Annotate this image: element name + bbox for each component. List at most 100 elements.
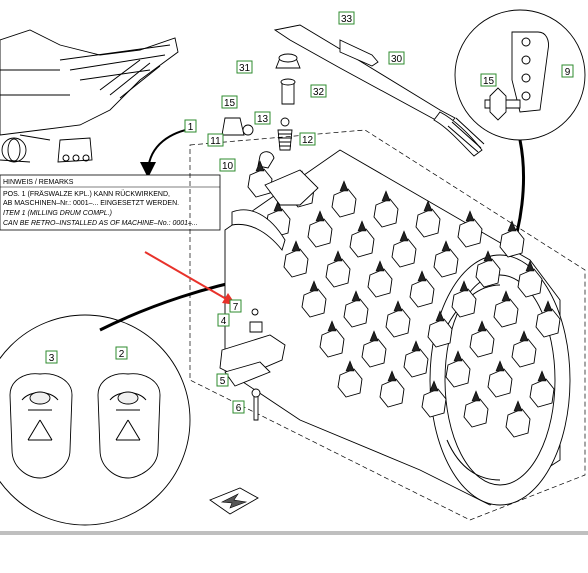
tool-holder bbox=[361, 338, 387, 368]
callout-box bbox=[232, 400, 245, 414]
tool-holder bbox=[487, 368, 513, 398]
pick-tip bbox=[327, 320, 337, 332]
pick-tip bbox=[423, 200, 433, 212]
tool-holder bbox=[493, 298, 519, 328]
callout-label-7: 7 bbox=[233, 302, 239, 313]
callout-box bbox=[229, 299, 242, 313]
mounting-parts bbox=[219, 308, 286, 421]
tool-holder bbox=[505, 408, 531, 438]
callout-label-13: 13 bbox=[257, 114, 269, 125]
pick-tip bbox=[435, 310, 445, 322]
callout-box bbox=[310, 84, 327, 98]
detail-circle-tool-holders bbox=[0, 314, 191, 526]
tool-holder bbox=[529, 378, 555, 408]
remarks-line-4: CAN BE RETRO–INSTALLED AS OF MACHINE–No.… bbox=[3, 220, 198, 227]
pick-tip bbox=[333, 250, 343, 262]
torque-wrench bbox=[273, 24, 485, 157]
tool-holder bbox=[469, 328, 495, 358]
tool-holder bbox=[349, 228, 375, 258]
callout-label-12: 12 bbox=[302, 135, 314, 146]
tool-holder bbox=[331, 188, 357, 218]
tool-holder bbox=[517, 268, 543, 298]
remarks-line-2: AB MASCHINEN–Nr.: 0001–... EINGESETZT WE… bbox=[3, 200, 179, 207]
pick-tip bbox=[507, 220, 517, 232]
tool-holder bbox=[367, 268, 393, 298]
tool-holder bbox=[379, 378, 405, 408]
remarks-title: HINWEIS / REMARKS bbox=[3, 179, 74, 186]
highlight-arrow bbox=[144, 251, 236, 305]
tool-holder bbox=[403, 348, 429, 378]
callout-label-9: 9 bbox=[565, 67, 571, 78]
pick-tip bbox=[465, 210, 475, 222]
tool-holder bbox=[427, 318, 453, 348]
pick-tip bbox=[417, 270, 427, 282]
callout-label-30: 30 bbox=[391, 54, 403, 65]
tool-holder bbox=[535, 308, 561, 338]
detail-circle-holder bbox=[454, 9, 586, 141]
callout-label-15a: 15 bbox=[224, 98, 236, 109]
callout-label-1: 1 bbox=[188, 122, 194, 133]
pick-tip bbox=[441, 240, 451, 252]
pick-tip bbox=[459, 280, 469, 292]
navigation-arrow-icon[interactable] bbox=[209, 487, 259, 515]
callout-box bbox=[184, 119, 197, 133]
tool-holder bbox=[391, 238, 417, 268]
callout-label-32: 32 bbox=[313, 87, 325, 98]
callout-box bbox=[236, 60, 253, 74]
callout-label-11: 11 bbox=[210, 136, 221, 147]
pick-tip bbox=[369, 330, 379, 342]
remarks-line-3: ITEM 1 (MILLING DRUM COMPL.) bbox=[3, 210, 112, 217]
remarks-line-1: POS. 1 (FRÄSWALZE KPL.) KANN RÜCKWIRKEND… bbox=[3, 190, 170, 198]
callout-box bbox=[561, 64, 574, 78]
tool-holder bbox=[247, 168, 273, 198]
pick-tip bbox=[483, 250, 493, 262]
pick-tip bbox=[345, 360, 355, 372]
pick-tip bbox=[519, 330, 529, 342]
tool-holder bbox=[457, 218, 483, 248]
callout-box bbox=[216, 373, 229, 387]
remarks-box: HINWEIS / REMARKS POS. 1 (FRÄSWALZE KPL.… bbox=[0, 174, 221, 231]
tool-holder bbox=[325, 258, 351, 288]
pick-tip bbox=[477, 320, 487, 332]
pick-tip bbox=[453, 350, 463, 362]
callout-label-3: 3 bbox=[49, 353, 55, 364]
tool-holder bbox=[463, 398, 489, 428]
pick-tip bbox=[399, 230, 409, 242]
tool-holder bbox=[385, 308, 411, 338]
pick-tip bbox=[357, 220, 367, 232]
callout-label-6: 6 bbox=[236, 403, 242, 414]
tool-holder bbox=[451, 288, 477, 318]
tool-holder bbox=[433, 248, 459, 278]
callout-label-2: 2 bbox=[119, 349, 125, 360]
pick-tip bbox=[537, 370, 547, 382]
pick-tip bbox=[273, 200, 283, 212]
pick-tip bbox=[543, 300, 553, 312]
tool-holder bbox=[319, 328, 345, 358]
pick-tip bbox=[291, 240, 301, 252]
drum-envelope bbox=[189, 129, 586, 521]
callout-box bbox=[45, 350, 58, 364]
pick-tip bbox=[393, 300, 403, 312]
pick-tip bbox=[387, 370, 397, 382]
tool-holder bbox=[415, 208, 441, 238]
callout-label-5: 5 bbox=[220, 376, 226, 387]
callout-label-10: 10 bbox=[222, 161, 234, 172]
pick-tip bbox=[411, 340, 421, 352]
tool-holder bbox=[511, 338, 537, 368]
callout-label-33: 33 bbox=[341, 14, 353, 25]
callout-box bbox=[221, 95, 238, 109]
tool-holder bbox=[337, 368, 363, 398]
small-parts bbox=[221, 53, 301, 169]
callout-box bbox=[480, 73, 497, 87]
pick-tip bbox=[429, 380, 439, 392]
milling-machine-illustration bbox=[0, 29, 179, 163]
tool-holder bbox=[283, 248, 309, 278]
pick-tip bbox=[315, 210, 325, 222]
tool-holder bbox=[307, 218, 333, 248]
pick-tip bbox=[375, 260, 385, 272]
callout-box bbox=[299, 132, 316, 146]
tool-holder bbox=[343, 298, 369, 328]
pick-tip bbox=[351, 290, 361, 302]
